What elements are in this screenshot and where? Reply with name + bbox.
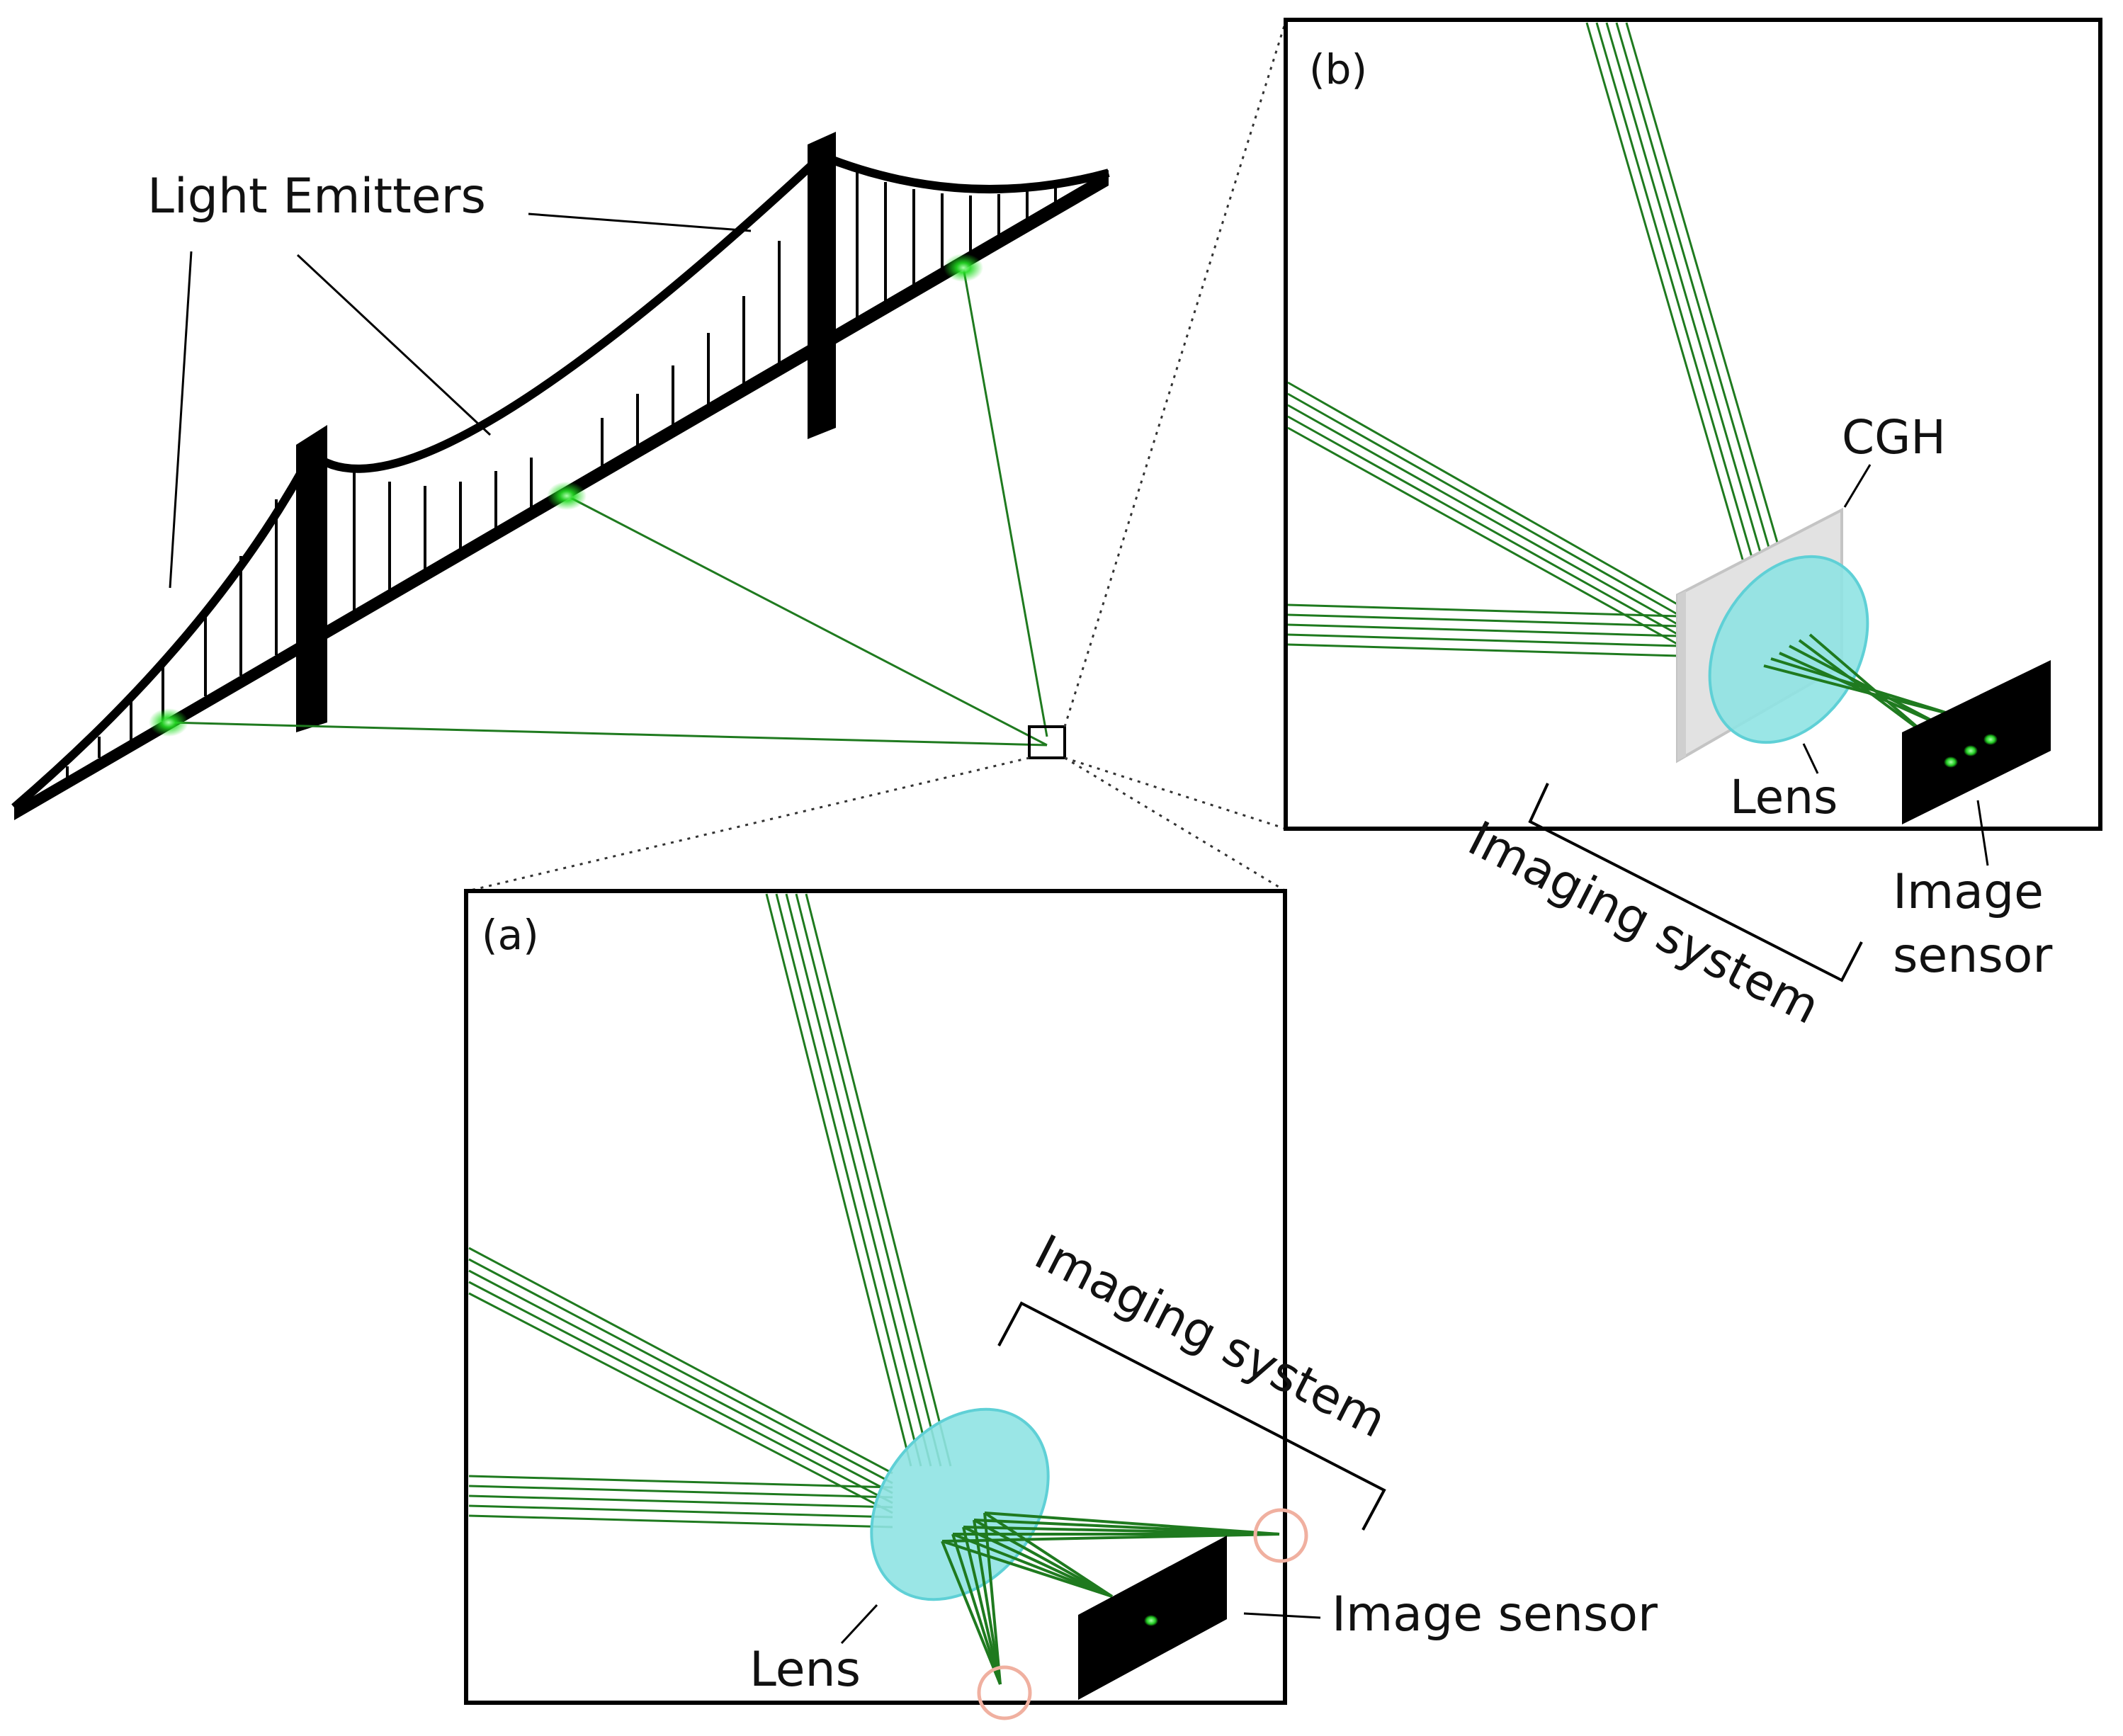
light-emitter-1: [149, 708, 188, 737]
light-emitter-3: [944, 254, 983, 282]
panel-a: (a): [464, 889, 1308, 1720]
light-emitters-label: Light Emitters: [147, 169, 486, 225]
sensor-a-spot: [1144, 1615, 1158, 1626]
image-sensor-b: [1902, 660, 2051, 824]
light-emitters-leaders: [169, 212, 752, 589]
image-sensor-b-label-line1: Image: [1893, 864, 2044, 920]
panel-b-focused-rays: [1763, 633, 1956, 737]
sensor-b-spot-3: [1983, 734, 1998, 745]
lens-b-label: Lens: [1730, 770, 1838, 824]
sensor-b-spot-1: [1944, 756, 1958, 768]
image-sensor-b-leader: [1976, 800, 1989, 866]
lens-a-leader: [840, 1604, 878, 1645]
bridge-suspenders-center: [353, 241, 781, 611]
light-emitter-2: [547, 482, 587, 510]
panel-a-tag: (a): [482, 911, 539, 959]
cgh-plate-edge: [1677, 591, 1686, 761]
sensor-b-spot-2: [1964, 745, 1978, 756]
emitter-rays: [168, 267, 1048, 747]
cgh-leader: [1843, 464, 1872, 508]
image-sensor-a-leader: [1243, 1612, 1321, 1619]
bridge-cable-left-span: [11, 451, 316, 811]
light-emitters: [149, 254, 983, 737]
image-sensor-a-label: Image sensor: [1332, 1587, 1658, 1643]
focus-ring-right: [1253, 1508, 1308, 1563]
bridge-tower-left: [296, 425, 327, 732]
image-sensor-b-label-line2: sensor: [1893, 928, 2052, 984]
bridge-cable-right-span: [820, 152, 1110, 194]
cgh-label: CGH: [1842, 410, 1946, 465]
lens-a: [870, 1407, 1050, 1601]
panel-b-tag: (b): [1309, 45, 1367, 93]
panel-a-rays: [468, 893, 952, 1528]
panel-a-frame: [464, 889, 1287, 1705]
panel-a-focused-rays: [941, 1511, 1280, 1685]
imaging-system-b-bracket: [1528, 783, 1863, 982]
camera-location-box: [1028, 725, 1066, 759]
lens-a-label: Lens: [749, 1642, 861, 1698]
zoom-connectors: [467, 21, 1287, 892]
bridge-suspenders-right: [856, 171, 1057, 317]
panel-b-rays: [1287, 22, 1784, 657]
imaging-system-a-bracket: [997, 1301, 1386, 1531]
bridge-cable-center-span: [309, 152, 825, 473]
lens-b-leader: [1802, 743, 1819, 774]
focus-ring-bottom: [977, 1665, 1032, 1720]
imaging-system-b-label: Imaging system: [1459, 811, 1828, 1036]
panel-b: (b): [1284, 18, 2102, 831]
bridge-tower-right: [808, 132, 836, 439]
